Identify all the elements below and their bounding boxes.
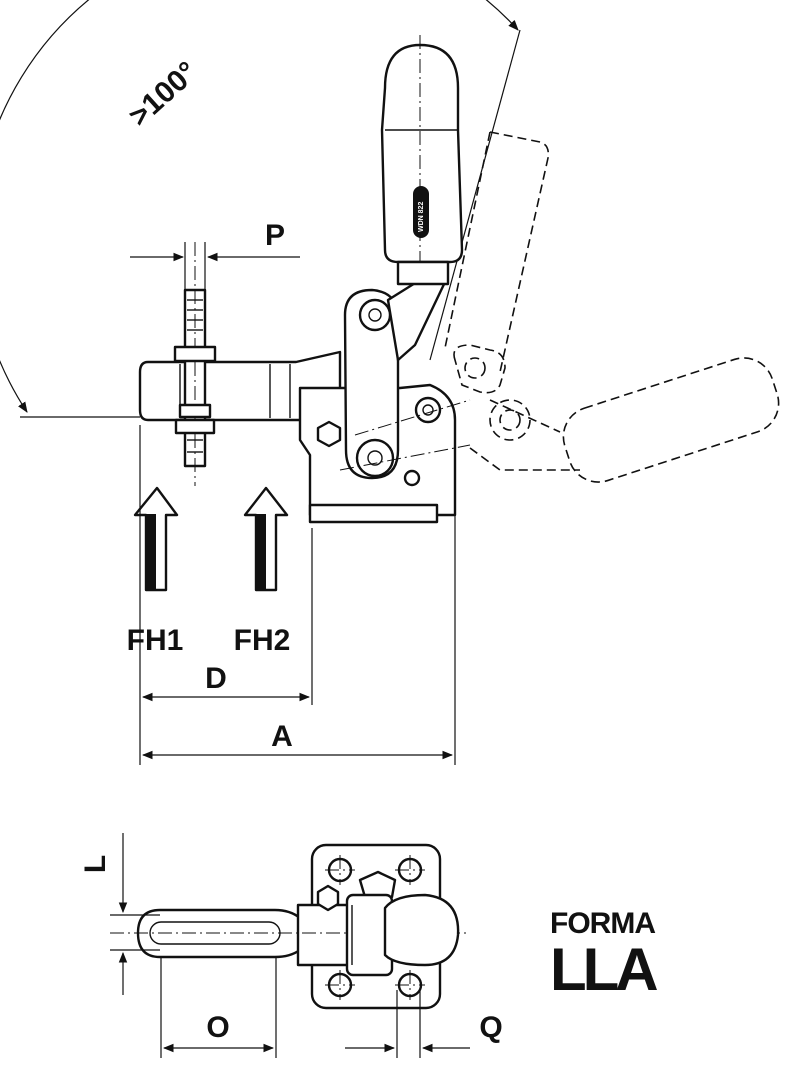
clamp-top-view — [110, 843, 468, 1010]
dimension-p-label: P — [265, 219, 285, 252]
force-label-fh1: FH1 — [127, 624, 184, 657]
form-title: FORMA — [550, 907, 655, 940]
angle-label: >100° — [123, 55, 204, 133]
top-view-dimensions: L O Q — [79, 833, 503, 1058]
form-code: LLA — [550, 936, 657, 1003]
dimension-d-label: D — [205, 662, 227, 695]
dimension-o-label: O — [206, 1011, 229, 1044]
handle-engraving: WDN 822 — [418, 202, 425, 232]
force-arrows: FH1 FH2 — [127, 486, 291, 657]
dimension-a-label: A — [271, 720, 293, 753]
clamp-side-view: WDN 822 — [138, 35, 471, 524]
force-label-fh2: FH2 — [234, 624, 291, 657]
handle-grip — [380, 43, 464, 264]
handle-knob-top — [383, 893, 460, 967]
toggle-link — [343, 288, 400, 480]
side-view-dimensions: P D A — [130, 219, 456, 765]
dimension-q-label: Q — [479, 1011, 502, 1044]
form-label: FORMA LLA — [550, 907, 661, 1003]
dimension-l-label: L — [79, 855, 112, 873]
open-position-outline — [444, 131, 780, 483]
